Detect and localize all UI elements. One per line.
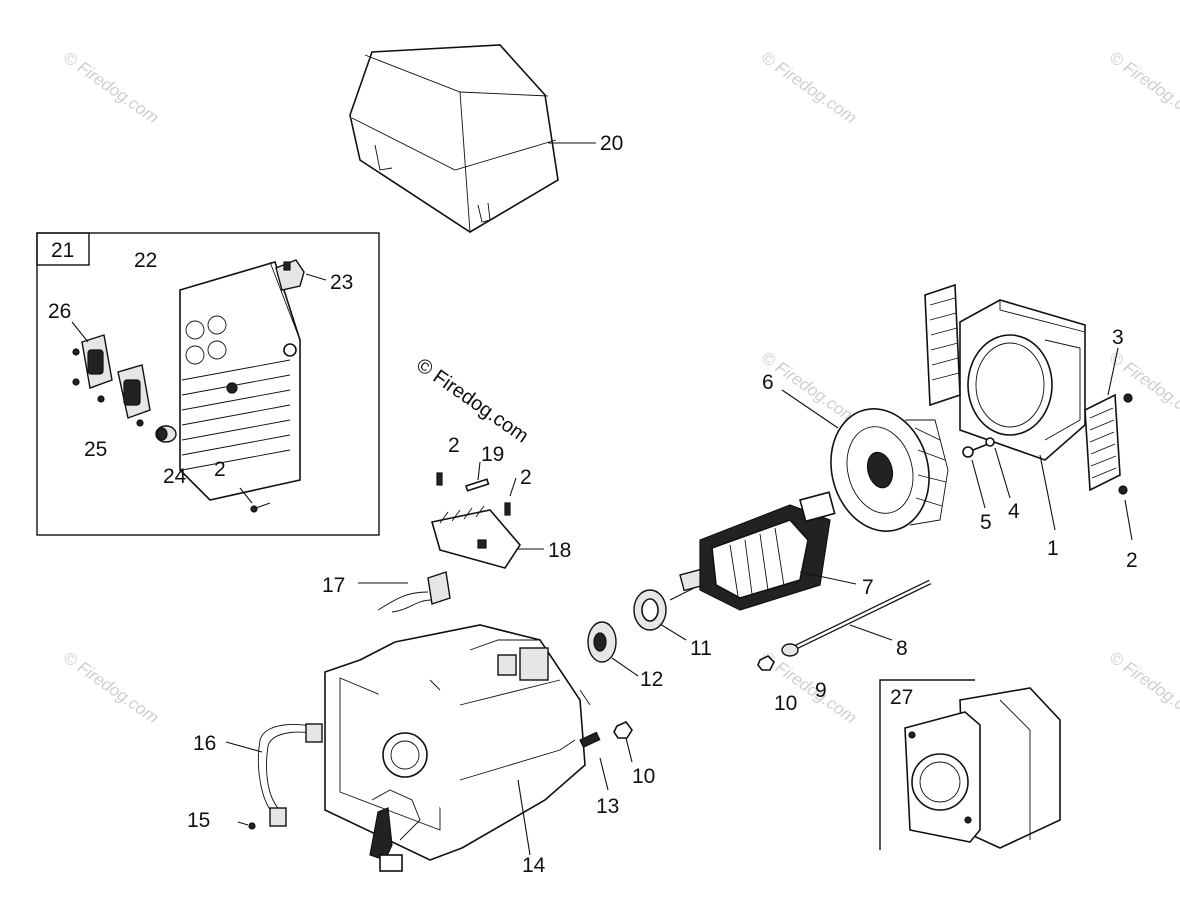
part-4-washer bbox=[985, 437, 995, 447]
label-16: 16 bbox=[193, 732, 216, 755]
part-16-harness bbox=[257, 723, 323, 827]
label-12: 12 bbox=[640, 668, 663, 691]
label-7: 7 bbox=[862, 576, 874, 599]
label-10: 10 bbox=[632, 765, 655, 788]
part-5-screw bbox=[962, 443, 989, 458]
part-7-rotor bbox=[669, 491, 836, 611]
part-9-washer bbox=[781, 643, 799, 657]
part-17-capacitor bbox=[377, 571, 451, 613]
part-1-bracket bbox=[959, 299, 1086, 461]
part-13-stud bbox=[579, 731, 601, 749]
label-22: 22 bbox=[134, 249, 157, 272]
watermark: © Firedog.com bbox=[758, 648, 860, 728]
label-13: 13 bbox=[596, 795, 619, 818]
part-20-cover bbox=[349, 44, 559, 233]
label-9: 9 bbox=[815, 679, 827, 702]
part-23-switch bbox=[275, 259, 305, 291]
label-2: 2 bbox=[448, 434, 460, 457]
label-2: 2 bbox=[214, 458, 226, 481]
label-14: 14 bbox=[522, 854, 546, 877]
label-2: 2 bbox=[520, 466, 532, 489]
part-12-bearing bbox=[587, 621, 617, 663]
label-15: 15 bbox=[187, 809, 210, 832]
screw-2 bbox=[1118, 485, 1128, 495]
part-18-rectifier bbox=[430, 505, 521, 569]
screw-15 bbox=[248, 822, 256, 830]
label-4: 4 bbox=[1008, 500, 1020, 523]
label-20: 20 bbox=[600, 132, 623, 155]
watermark: © Firedog.com bbox=[60, 48, 162, 128]
part-14-housing bbox=[324, 624, 591, 872]
label-3: 3 bbox=[1112, 326, 1124, 349]
part-19-pin bbox=[464, 478, 490, 492]
label-27: 27 bbox=[890, 686, 913, 709]
kit-27-box bbox=[879, 679, 975, 850]
watermark-center: © Firedog.com bbox=[412, 354, 532, 447]
kit-21-box bbox=[36, 232, 380, 536]
label-26: 26 bbox=[48, 300, 71, 323]
part-6-fan bbox=[830, 408, 949, 532]
label-24: 24 bbox=[163, 465, 187, 488]
label-21: 21 bbox=[51, 239, 74, 262]
part-27-stator bbox=[904, 687, 1061, 849]
label-17: 17 bbox=[322, 574, 345, 597]
callout-labels: 1 2 2 2 2 3 4 5 6 7 8 9 10 10 11 12 13 1… bbox=[48, 132, 1138, 877]
part-24-breaker bbox=[155, 425, 177, 443]
screw-2 bbox=[436, 472, 443, 486]
part-10-nut bbox=[613, 721, 633, 739]
label-8: 8 bbox=[896, 637, 908, 660]
part-11-bearing bbox=[633, 589, 667, 631]
label-5: 5 bbox=[980, 511, 992, 534]
watermark: © Firedog.com bbox=[758, 48, 860, 128]
label-11: 11 bbox=[690, 637, 712, 660]
label-19: 19 bbox=[481, 443, 504, 466]
watermark: © Firedog.com bbox=[1106, 48, 1180, 128]
part-grille bbox=[924, 283, 961, 407]
label-2: 2 bbox=[1126, 549, 1138, 572]
label-25: 25 bbox=[84, 438, 107, 461]
screw-2 bbox=[1123, 393, 1133, 403]
part-8-rod bbox=[788, 579, 932, 653]
label-23: 23 bbox=[330, 271, 353, 294]
part-26-outlets bbox=[81, 334, 151, 419]
part-22-panel bbox=[179, 261, 301, 501]
label-6: 6 bbox=[762, 371, 774, 394]
label-1: 1 bbox=[1047, 537, 1059, 560]
watermark: © Firedog.com bbox=[1106, 648, 1180, 728]
watermark: © Firedog.com bbox=[60, 648, 162, 728]
screw-2 bbox=[504, 502, 511, 516]
label-10: 10 bbox=[774, 692, 797, 715]
label-18: 18 bbox=[548, 539, 571, 562]
part-10-nut bbox=[757, 655, 775, 671]
part-3-plate bbox=[1084, 393, 1121, 492]
